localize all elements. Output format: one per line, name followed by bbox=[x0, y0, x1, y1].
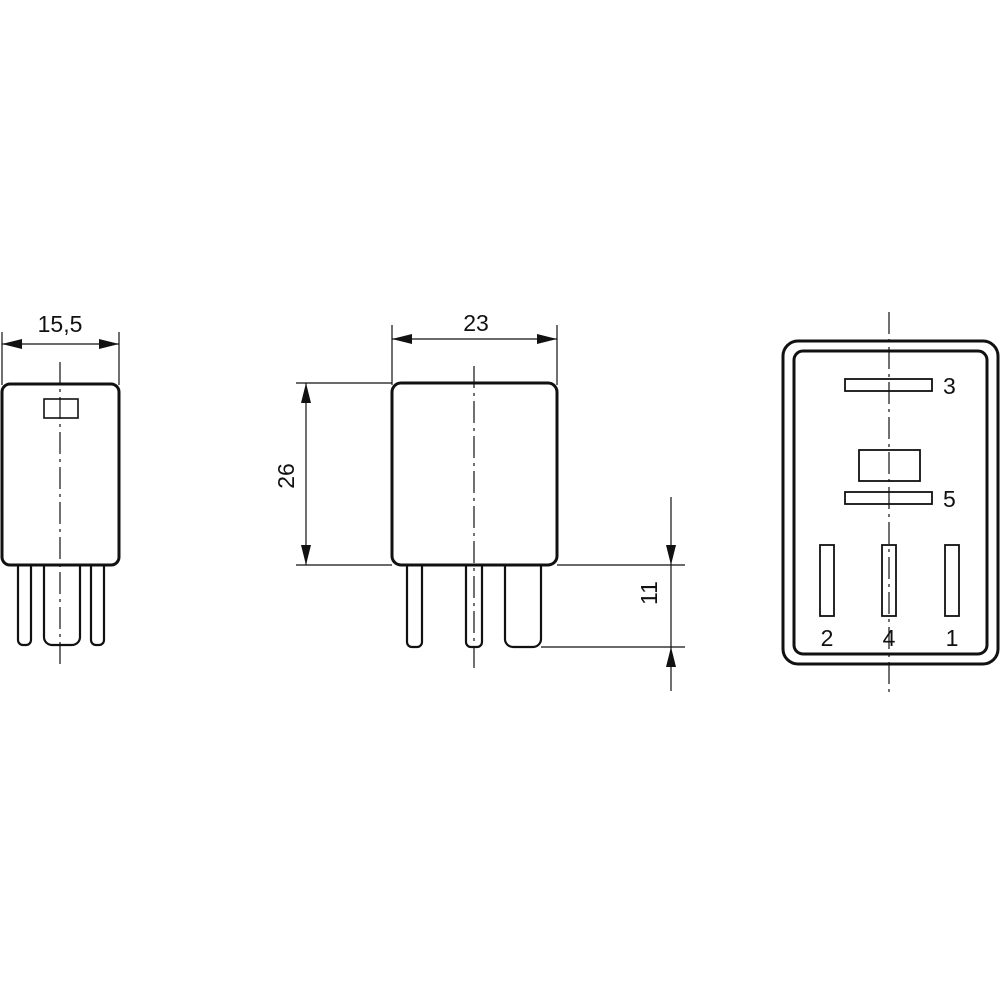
terminal-2-blade bbox=[819, 544, 835, 617]
length-label: 23 bbox=[463, 310, 489, 336]
pin-view-outer-outline bbox=[781, 339, 1000, 666]
front-view: 23 26 11 bbox=[273, 310, 685, 691]
height-label: 26 bbox=[273, 463, 299, 489]
side-view: 15,5 bbox=[0, 311, 121, 668]
terminal-1-label: 1 bbox=[946, 625, 959, 651]
pin-layout-view: 3 5 2 4 1 bbox=[781, 312, 1000, 692]
terminal-3-label: 3 bbox=[943, 373, 956, 399]
terminal-5-label: 5 bbox=[943, 486, 956, 512]
pin-view-inner-outline bbox=[792, 349, 989, 656]
terminal-1-blade bbox=[944, 544, 960, 617]
side-view-pins bbox=[16, 553, 106, 647]
height-dimension: 26 bbox=[273, 382, 392, 566]
pin-length-label: 11 bbox=[636, 581, 662, 605]
width-label: 15,5 bbox=[38, 311, 83, 337]
length-dimension: 23 bbox=[391, 310, 558, 385]
pin-length-dimension: 11 bbox=[541, 497, 685, 691]
latch-window bbox=[43, 398, 79, 419]
terminal-2-label: 2 bbox=[821, 625, 834, 651]
width-dimension: 15,5 bbox=[1, 311, 120, 385]
terminal-4-blade bbox=[881, 544, 897, 617]
